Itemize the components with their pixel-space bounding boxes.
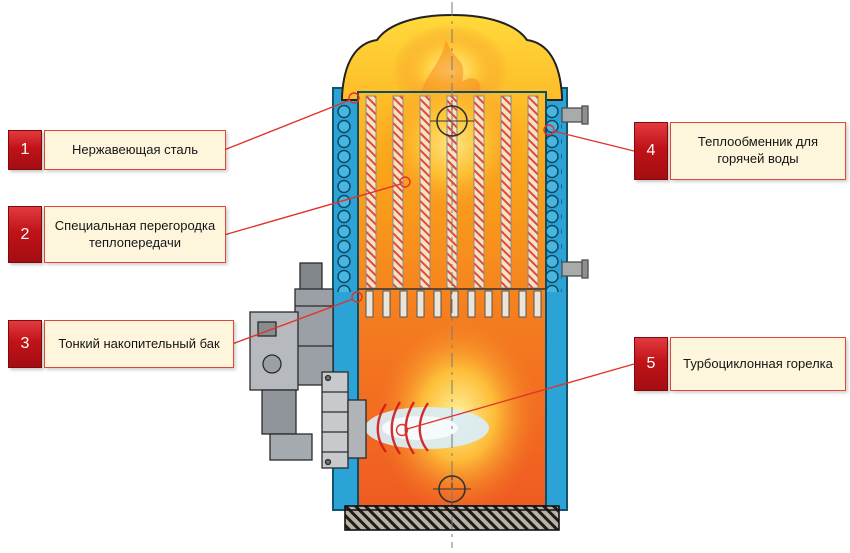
callout-label-5: Турбоциклонная горелка	[670, 337, 846, 391]
callout-hot-water-heat-exchanger: 4 Теплообменник для горячей воды	[634, 122, 846, 180]
callout-storage-tank: 3 Тонкий накопительный бак	[8, 320, 234, 368]
callout-number-3: 3	[8, 320, 42, 368]
leader-dot-5	[395, 423, 409, 437]
leader-line-1	[223, 99, 351, 151]
callout-number-5: 5	[634, 337, 668, 391]
callout-number-1: 1	[8, 130, 42, 170]
callout-heat-transfer-partition: 2 Специальная перегородка теплопередачи	[8, 206, 226, 263]
outlet-pipe-bottom	[561, 259, 589, 279]
callout-label-2: Специальная перегородка теплопередачи	[44, 206, 226, 263]
leader-dot-2	[399, 176, 411, 188]
callout-label-3: Тонкий накопительный бак	[44, 320, 234, 368]
burner-flame-jet	[365, 401, 489, 455]
leader-line-4	[552, 130, 635, 152]
leader-lines	[223, 92, 635, 437]
callout-number-4: 4	[634, 122, 668, 180]
leader-line-5	[406, 363, 635, 430]
burner-assembly	[249, 262, 367, 469]
heat-exchanger-coil-left	[336, 104, 352, 292]
leader-dot-3	[351, 291, 363, 303]
storage-tank-fins	[358, 288, 546, 318]
leader-line-2	[223, 183, 402, 236]
heat-exchanger-coil-right	[546, 104, 562, 292]
leader-dot-1	[348, 92, 360, 104]
callout-number-2: 2	[8, 206, 42, 263]
outlet-pipe-top	[561, 105, 589, 125]
callout-turbo-cyclone-burner: 5 Турбоциклонная горелка	[634, 337, 846, 391]
leader-dot-4	[543, 124, 555, 136]
callout-stainless-steel: 1 Нержавеющая сталь	[8, 130, 226, 170]
callout-label-1: Нержавеющая сталь	[44, 130, 226, 170]
leader-line-3	[231, 298, 354, 345]
cyclone-swirl-lines	[376, 401, 430, 455]
callout-label-4: Теплообменник для горячей воды	[670, 122, 846, 180]
